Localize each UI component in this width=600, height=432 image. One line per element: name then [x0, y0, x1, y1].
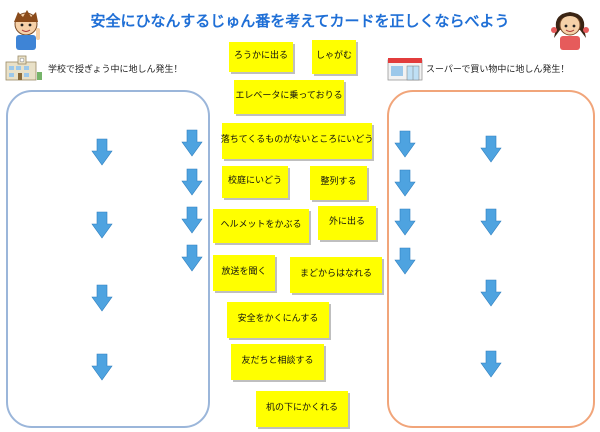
- down-arrow-icon: [91, 138, 113, 166]
- girl-character-icon: [551, 12, 589, 50]
- card-consult-friends[interactable]: 友だちと相談する: [231, 344, 324, 380]
- down-arrow-icon: [480, 135, 502, 163]
- card-away-from-window[interactable]: まどからはなれる: [290, 257, 382, 293]
- down-arrow-icon: [91, 284, 113, 312]
- page-title: 安全にひなんするじゅん番を考えてカードを正しくならべよう: [90, 12, 510, 30]
- supermarket-scenario-label: スーパーで買い物中に地しん発生！: [426, 65, 570, 75]
- down-arrow-icon: [480, 279, 502, 307]
- card-confirm-safety[interactable]: 安全をかくにんする: [227, 302, 329, 338]
- card-go-to-hallway[interactable]: ろうかに出る: [229, 42, 293, 72]
- card-crouch[interactable]: しゃがむ: [312, 40, 356, 74]
- supermarket-building-icon: [387, 58, 423, 81]
- spare-down-arrow-icon[interactable]: [181, 168, 203, 196]
- down-arrow-icon: [91, 211, 113, 239]
- spare-down-arrow-icon[interactable]: [181, 206, 203, 234]
- card-hide-under-desk[interactable]: 机の下にかくれる: [256, 391, 348, 427]
- down-arrow-icon: [91, 353, 113, 381]
- card-go-outside[interactable]: 外に出る: [318, 206, 376, 240]
- down-arrow-icon: [480, 350, 502, 378]
- spare-down-arrow-icon[interactable]: [181, 244, 203, 272]
- down-arrow-icon: [480, 208, 502, 236]
- spare-down-arrow-icon[interactable]: [394, 169, 416, 197]
- spare-down-arrow-icon[interactable]: [394, 208, 416, 236]
- spare-down-arrow-icon[interactable]: [394, 130, 416, 158]
- card-wear-helmet[interactable]: ヘルメットをかぶる: [213, 209, 309, 243]
- card-move-safe-place[interactable]: 落ちてくるものがないところにいどう: [221, 123, 373, 159]
- card-listen-broadcast[interactable]: 放送を聞く: [213, 255, 275, 291]
- spare-down-arrow-icon[interactable]: [181, 129, 203, 157]
- spare-down-arrow-icon[interactable]: [394, 247, 416, 275]
- school-building-icon: [5, 55, 42, 81]
- card-move-to-schoolyard[interactable]: 校庭にいどう: [222, 166, 288, 198]
- card-take-elevator[interactable]: エレベータに乗っておりる: [234, 80, 344, 114]
- card-line-up[interactable]: 整列する: [310, 166, 367, 200]
- school-scenario-label: 学校で授ぎょう中に地しん発生！: [48, 65, 183, 75]
- boy-character-icon: [14, 10, 40, 50]
